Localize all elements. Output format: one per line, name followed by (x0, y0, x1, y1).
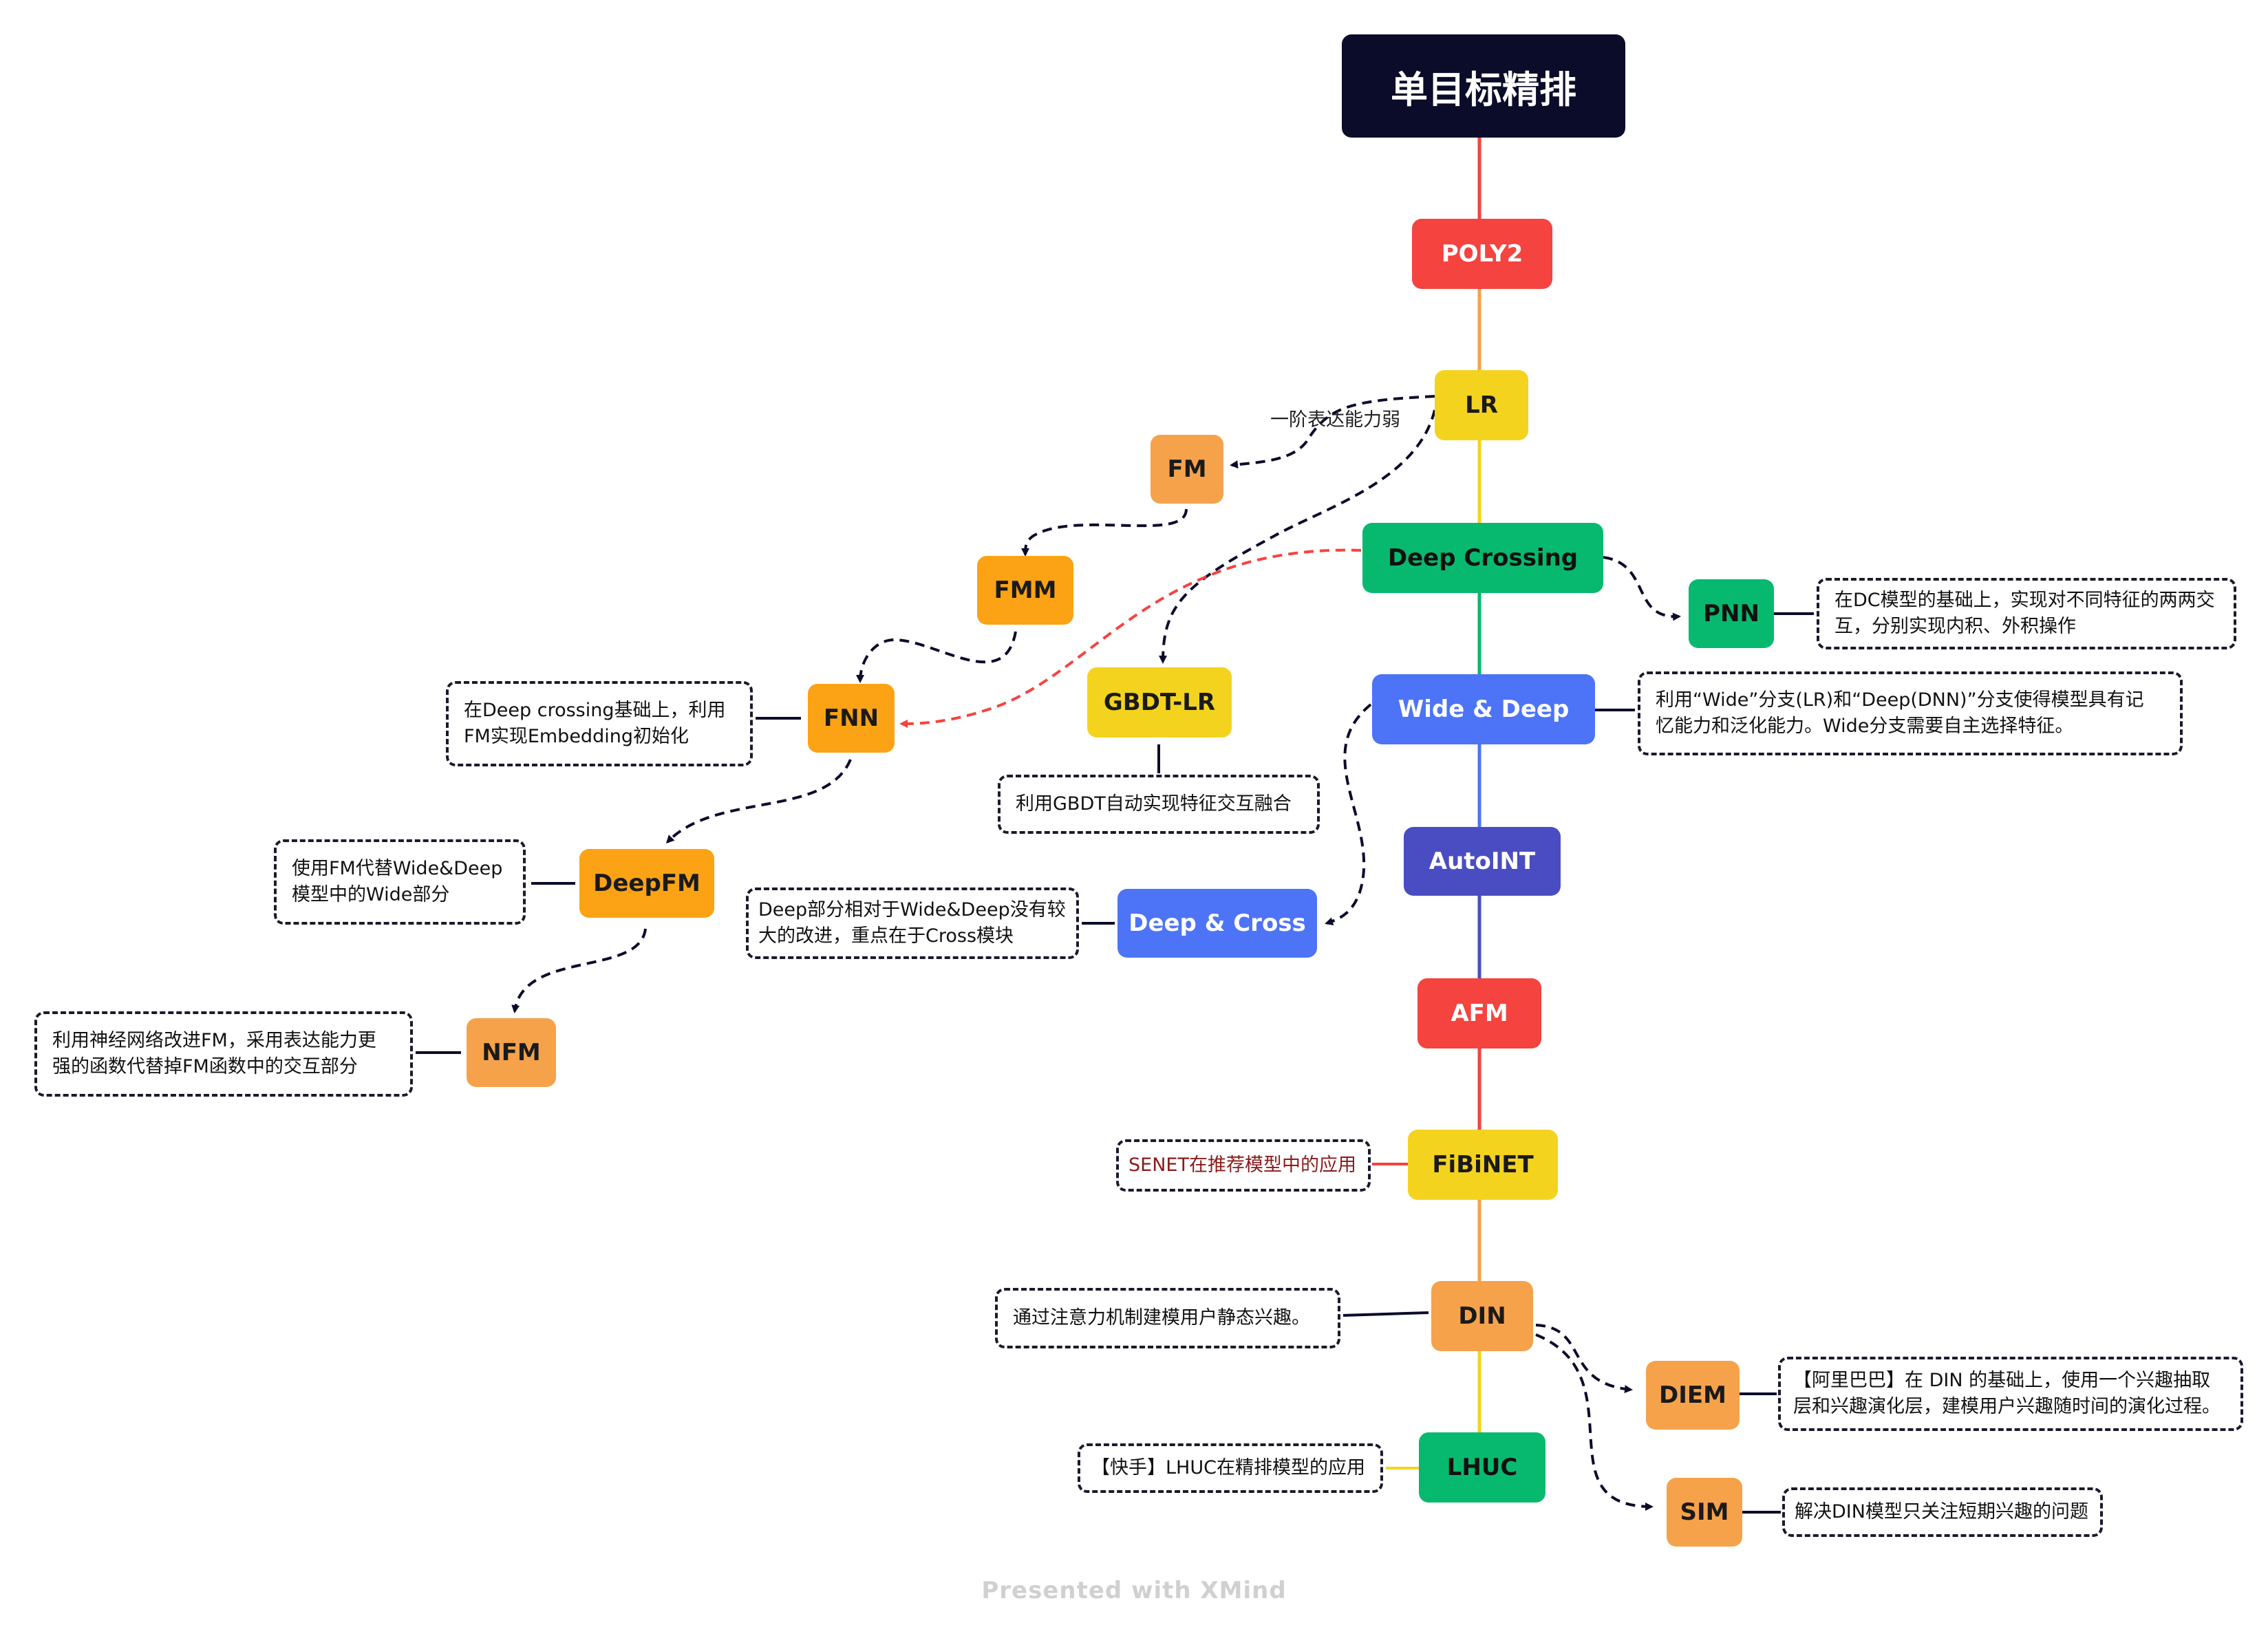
note-lhuc: 【快手】LHUC在精排模型的应用 (1078, 1443, 1383, 1493)
arrow-deepcrossing-fnn (899, 548, 1362, 728)
arrow-deepcrossing-pnn (1603, 556, 1681, 621)
node-gbdt-lr[interactable]: GBDT-LR (1087, 667, 1232, 738)
node-diem[interactable]: DIEM (1646, 1361, 1740, 1430)
node-poly2[interactable]: POLY2 (1412, 219, 1552, 289)
arrow-fm-fmm (1021, 508, 1188, 557)
node-nfm[interactable]: NFM (467, 1018, 556, 1087)
arrow-widedeep-deepcross (1325, 703, 1372, 925)
footer-watermark: Presented with XMind (981, 1577, 1287, 1604)
node-autoint[interactable]: AutoINT (1404, 827, 1561, 896)
note-deep-cross: Deep部分相对于Wide&Deep没有较大的改进，重点在于Cross模块 (746, 887, 1079, 959)
node-deep-cross[interactable]: Deep & Cross (1117, 889, 1317, 958)
arrow-fmm-fnn (856, 631, 1017, 683)
arrow-lr-gbdt (1159, 409, 1436, 664)
node-lr[interactable]: LR (1435, 370, 1528, 440)
arrow-lr-fm (1230, 395, 1435, 469)
root-node[interactable]: 单目标精排 (1342, 34, 1625, 138)
node-deepfm[interactable]: DeepFM (579, 849, 714, 918)
node-pnn[interactable]: PNN (1689, 579, 1774, 648)
node-fmm[interactable]: FMM (977, 556, 1073, 625)
edge-label-lr-fm: 一阶表达能力弱 (1270, 409, 1400, 431)
node-wide-deep[interactable]: Wide & Deep (1372, 674, 1595, 744)
note-nfm: 利用神经网络改进FM，采用表达能力更强的函数代替掉FM函数中的交互部分 (34, 1011, 413, 1097)
arrow-din-diem (1535, 1324, 1633, 1394)
note-pnn: 在DC模型的基础上，实现对不同特征的两两交互，分别实现内积、外积操作 (1817, 578, 2236, 649)
node-fibinet[interactable]: FiBiNET (1408, 1130, 1558, 1200)
arrow-deepfm-nfm (511, 928, 647, 1013)
node-sim[interactable]: SIM (1667, 1478, 1742, 1547)
note-din: 通过注意力机制建模用户静态兴趣。 (995, 1288, 1340, 1348)
arrow-din-sim (1535, 1333, 1654, 1511)
node-fm[interactable]: FM (1151, 435, 1223, 504)
node-afm[interactable]: AFM (1418, 978, 1541, 1048)
note-sim: 解决DIN模型只关注短期兴趣的问题 (1782, 1487, 2103, 1537)
link-din-note (1342, 1311, 1429, 1317)
note-wide-deep: 利用“Wide”分支(LR)和“Deep(DNN)”分支使得模型具有记忆能力和泛… (1638, 671, 2183, 755)
node-deep-crossing[interactable]: Deep Crossing (1362, 523, 1603, 593)
node-fnn[interactable]: FNN (808, 684, 895, 753)
note-fibinet: SENET在推荐模型中的应用 (1116, 1139, 1371, 1192)
note-gbdt-lr: 利用GBDT自动实现特征交互融合 (998, 775, 1320, 834)
note-diem: 【阿里巴巴】在 DIN 的基础上，使用一个兴趣抽取层和兴趣演化层，建模用户兴趣随… (1778, 1357, 2243, 1431)
arrow-fnn-deepfm (665, 759, 852, 844)
node-lhuc[interactable]: LHUC (1419, 1432, 1545, 1503)
node-din[interactable]: DIN (1431, 1281, 1533, 1351)
